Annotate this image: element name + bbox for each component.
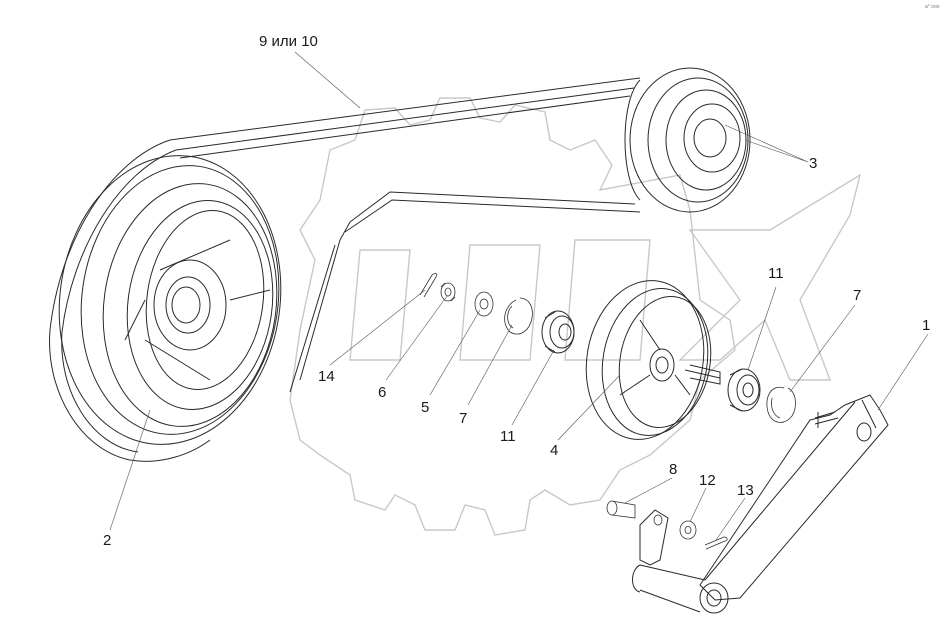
callout-ring-left: 7 [459, 410, 467, 427]
small-pulley [624, 67, 751, 213]
callout-pulley-small: 3 [809, 155, 817, 172]
callout-roller: 4 [550, 442, 558, 459]
callout-ring-right: 7 [853, 287, 861, 304]
castle-nut [440, 282, 456, 302]
tension-roller [585, 280, 721, 440]
callout-bolt: 8 [669, 461, 677, 478]
watermark-logo [289, 97, 862, 536]
callout-pin-left: 14 [318, 368, 335, 385]
split-pin-13 [704, 536, 728, 550]
leader-lines [109, 51, 929, 541]
bearing-left [541, 310, 575, 354]
washer-12 [679, 520, 697, 540]
large-pulley [58, 155, 282, 445]
callout-pin-right: 13 [737, 482, 754, 499]
split-pin-14 [419, 273, 438, 298]
callout-belt: 9 или 10 [259, 33, 318, 50]
callout-bearing-right: 11 [768, 265, 784, 282]
bolt-8 [606, 500, 636, 519]
washer-5 [474, 291, 494, 317]
callout-nut: 6 [378, 384, 386, 401]
v-belt [49, 77, 641, 462]
callout-bearing-left: 11 [500, 428, 516, 445]
bearing-right [727, 368, 761, 412]
callout-pulley-large: 2 [103, 532, 111, 549]
retaining-ring-left [504, 297, 533, 335]
callout-arm: 1 [922, 317, 930, 334]
callout-washer: 5 [421, 399, 429, 416]
retaining-ring-right [766, 386, 796, 423]
callout-labels: 9 или 10 3 1 7 11 14 6 5 7 11 4 2 8 12 1… [103, 33, 930, 549]
tension-arm [632, 394, 889, 614]
callout-washer-small: 12 [699, 472, 716, 489]
corner-mark: a° ooo [925, 4, 940, 10]
